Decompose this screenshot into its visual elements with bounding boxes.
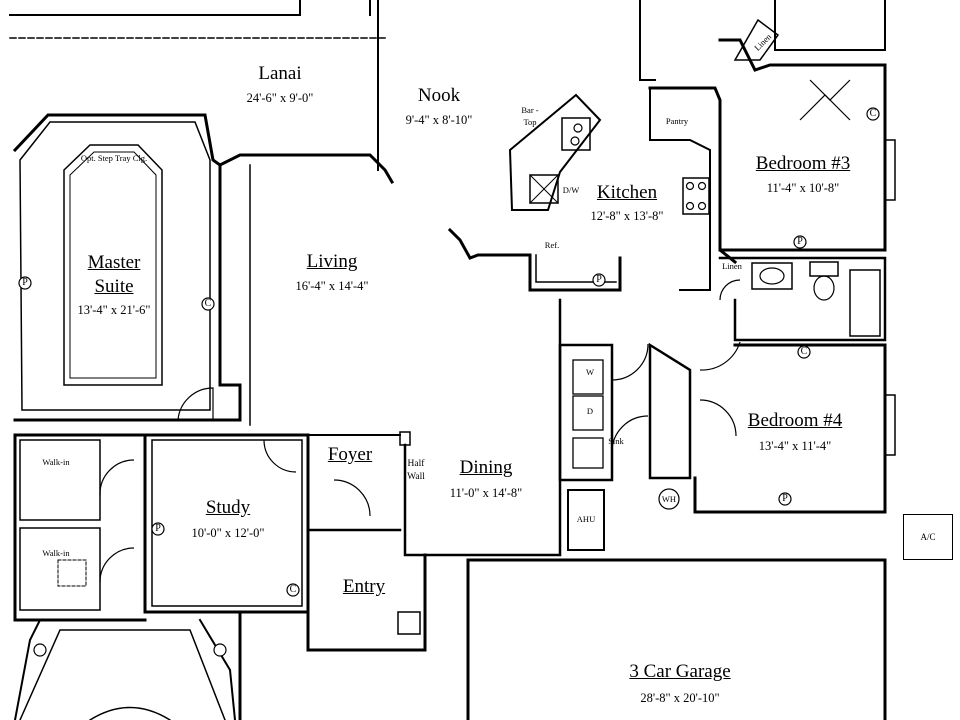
room-dims-master: 13'-4" x 21'-6": [77, 303, 151, 317]
note-ahu: AHU: [576, 514, 596, 524]
room-name-master-line2: Suite: [94, 276, 134, 297]
note-walk-in-2: Walk-in: [42, 548, 70, 558]
note-ac: A/C: [920, 532, 936, 542]
note-wh: WH: [661, 494, 677, 504]
room-dims-living: 16'-4" x 14'-4": [295, 279, 369, 293]
room-dims-garage: 28'-8" x 20'-10": [640, 691, 720, 705]
room-name-entry: Entry: [342, 576, 386, 597]
room-name-dining: Dining: [459, 457, 513, 478]
room-dims-nook: 9'-4" x 8'-10": [405, 113, 473, 127]
ceiling-marker: C: [869, 108, 877, 119]
room-name-nook: Nook: [417, 85, 461, 106]
phone-marker: P: [596, 274, 602, 285]
ceiling-marker: C: [204, 298, 212, 309]
note-washer: W: [585, 367, 595, 377]
phone-marker: P: [22, 277, 28, 288]
note-sink: Sink: [608, 436, 624, 446]
room-dims-study: 10'-0" x 12'-0": [191, 526, 265, 540]
note-linen-2: Linen: [722, 261, 742, 271]
room-name-lanai: Lanai: [258, 63, 302, 84]
phone-marker: P: [782, 493, 788, 504]
room-name-foyer: Foyer: [327, 444, 373, 465]
note-half-wall-1: Half: [407, 459, 425, 469]
room-name-master: Master: [87, 252, 141, 273]
note-tray-ceiling: Opt. Step Tray Clg.: [80, 153, 148, 163]
room-dims-lanai: 24'-6" x 9'-0": [246, 91, 314, 105]
room-name-study: Study: [205, 497, 251, 518]
room-name-garage: 3 Car Garage: [629, 661, 731, 682]
room-name-kitchen: Kitchen: [596, 182, 658, 203]
room-name-living: Living: [306, 251, 358, 272]
room-dims-kitchen: 12'-8" x 13'-8": [590, 209, 664, 223]
note-half-wall-2: Wall: [407, 472, 425, 482]
note-dw: D/W: [562, 185, 580, 195]
room-dims-dining: 11'-0" x 14'-8": [449, 486, 523, 500]
phone-marker: P: [797, 236, 803, 247]
note-pantry: Pantry: [665, 116, 689, 126]
note-bar-top-1: Bar -: [521, 105, 539, 115]
room-name-bedroom-3: Bedroom #3: [755, 153, 851, 174]
note-walk-in-1: Walk-in: [42, 457, 70, 467]
ceiling-marker: C: [800, 346, 808, 357]
room-dims-bedroom-3: 11'-4" x 10'-8": [766, 181, 840, 195]
ceiling-marker: C: [289, 584, 297, 595]
note-bar-top-2: Top: [523, 117, 537, 127]
ac-unit: A/C: [903, 514, 953, 560]
room-dims-bedroom-4: 13'-4" x 11'-4": [758, 439, 832, 453]
note-dryer: D: [586, 406, 594, 416]
phone-marker: P: [155, 523, 161, 534]
note-ref: Ref.: [544, 240, 560, 250]
room-name-bedroom-4: Bedroom #4: [747, 410, 843, 431]
